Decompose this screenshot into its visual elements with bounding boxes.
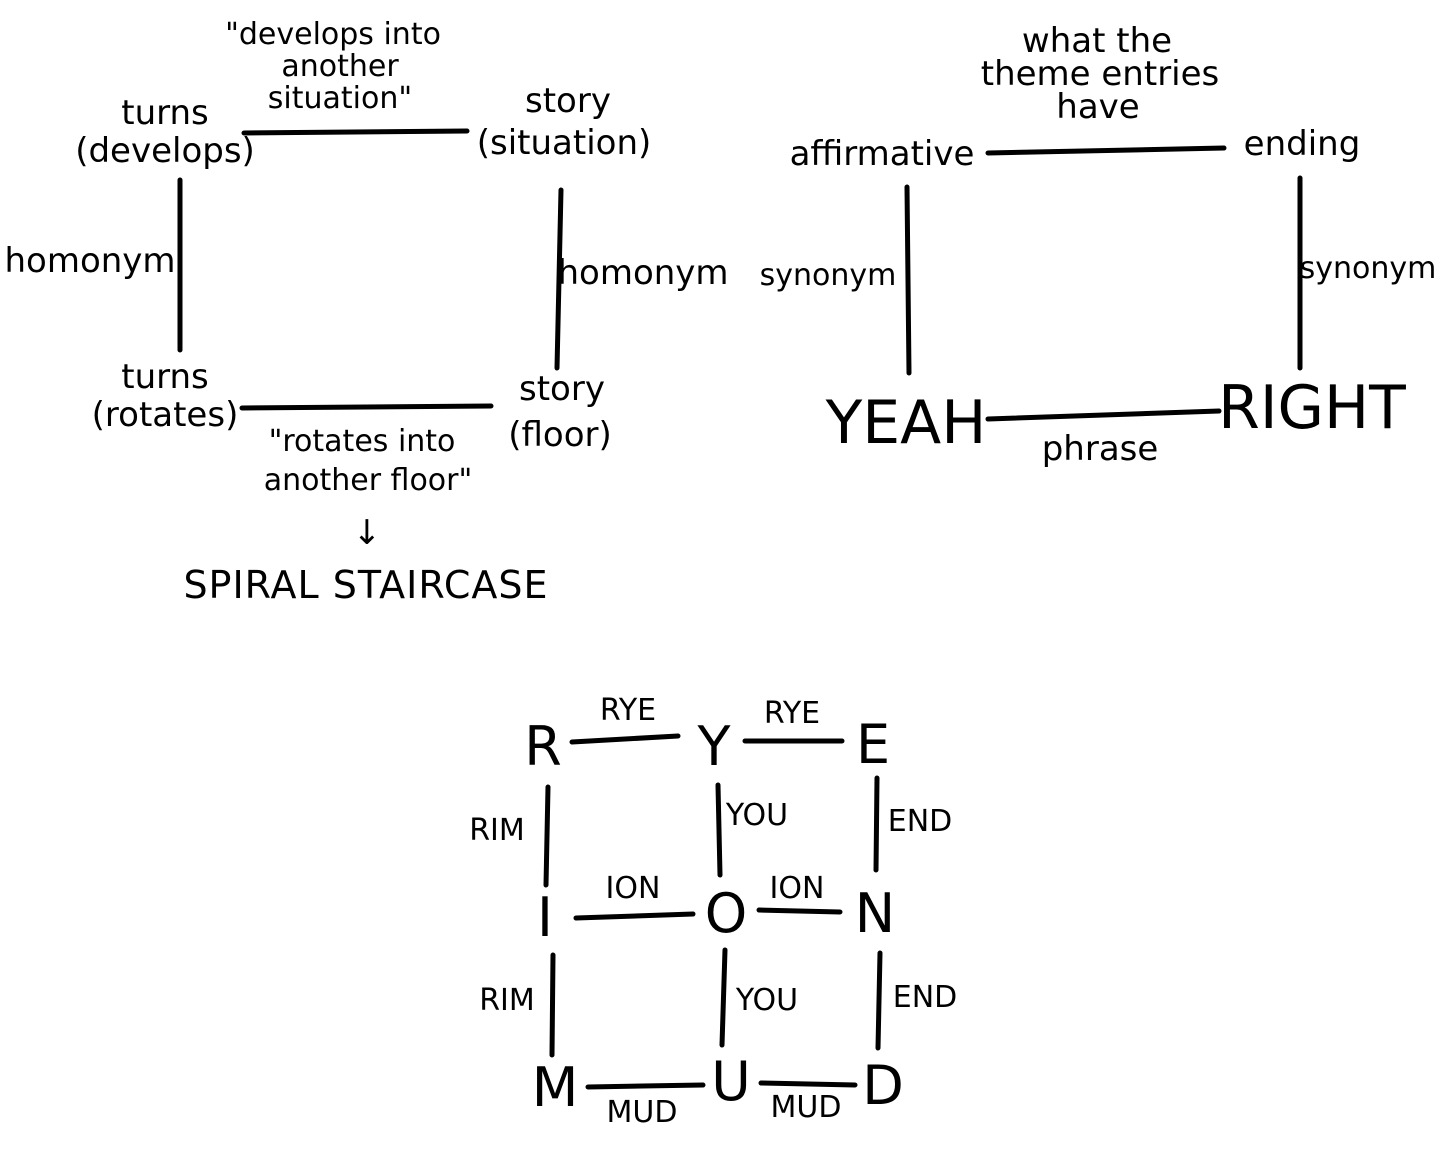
edge-top [241,128,470,136]
node-story-situation-word: story [525,81,611,121]
row-word-label: MUD [607,1095,678,1130]
grid-letter-i: I [537,886,553,949]
edge-left-label: synonym [760,258,897,293]
down-arrow-icon: ↓ [353,513,382,553]
yeah-right-diagram: what the theme entries have affirmative … [760,21,1437,469]
edge-top-label-line3: situation" [268,81,412,116]
column-connector [549,952,556,1058]
column-word-label: RIM [479,983,535,1018]
node-turns-develops-word: turns [121,93,209,133]
grid-letter-d: D [862,1054,904,1117]
result-spiral-staircase: SPIRAL STAIRCASE [183,563,548,607]
edge-bottom-label: phrase [1042,429,1159,469]
grid-letter-e: E [856,713,890,776]
column-connector [719,947,728,1048]
column-connector [543,784,551,888]
letter-grid-diagram: R Y E I O N M U D RYE RYE ION ION MUD MU… [469,693,957,1130]
node-right: RIGHT [1218,373,1406,443]
node-turns-rotates-word: turns [121,357,209,397]
node-turns-develops-sense: (develops) [75,131,255,171]
row-word-label: ION [606,871,661,906]
row-connector [573,911,696,921]
node-story-floor-sense: (floor) [508,415,612,455]
edge-top-label-line2: another [281,49,399,84]
turns-story-diagram: "develops into another situation" turns … [4,17,728,607]
grid-letter-u: U [711,1050,751,1113]
edge-top-label-line1: what the [1022,21,1172,61]
column-word-label: END [893,980,958,1015]
edge-top [985,145,1227,156]
row-connector [758,1080,858,1088]
column-word-label: YOU [725,798,788,833]
node-ending: ending [1244,124,1361,164]
row-connector [569,733,681,745]
row-word-label: MUD [771,1090,842,1125]
grid-letter-o: O [705,882,748,945]
edge-right-label: homonym [557,253,728,293]
row-word-label: RYE [764,696,820,731]
node-yeah: YEAH [825,388,987,458]
edge-top-label-line1: "develops into [225,17,441,52]
edge-left [904,184,912,376]
node-story-situation-sense: (situation) [477,123,652,163]
edge-top-label-line2: theme entries [981,54,1220,94]
edge-top-label-line3: have [1056,87,1139,127]
node-turns-rotates-sense: (rotates) [92,395,239,435]
column-connector [873,775,880,873]
column-word-label: RIM [469,813,525,848]
node-story-floor-word: story [519,369,605,409]
edge-left-label: homonym [4,241,175,281]
edge-right [554,187,564,371]
column-connector [875,950,883,1051]
node-affirmative: affirmative [790,134,975,174]
column-word-label: END [888,804,953,839]
row-connector [585,1082,706,1090]
grid-letter-y: Y [697,715,732,778]
column-word-label: YOU [735,983,798,1018]
row-word-label: RYE [600,693,656,728]
grid-letter-n: N [855,882,895,945]
row-word-label: ION [770,871,825,906]
row-connector [756,907,843,915]
grid-letter-r: R [524,715,562,778]
column-connector [715,782,723,878]
edge-right-label: synonym [1300,251,1437,286]
edge-bottom [985,408,1222,422]
grid-letter-m: M [532,1056,579,1119]
edge-bottom [239,403,494,411]
edge-bottom-label-line1: "rotates into [269,424,456,459]
edge-bottom-label-line2: another floor" [264,463,473,498]
